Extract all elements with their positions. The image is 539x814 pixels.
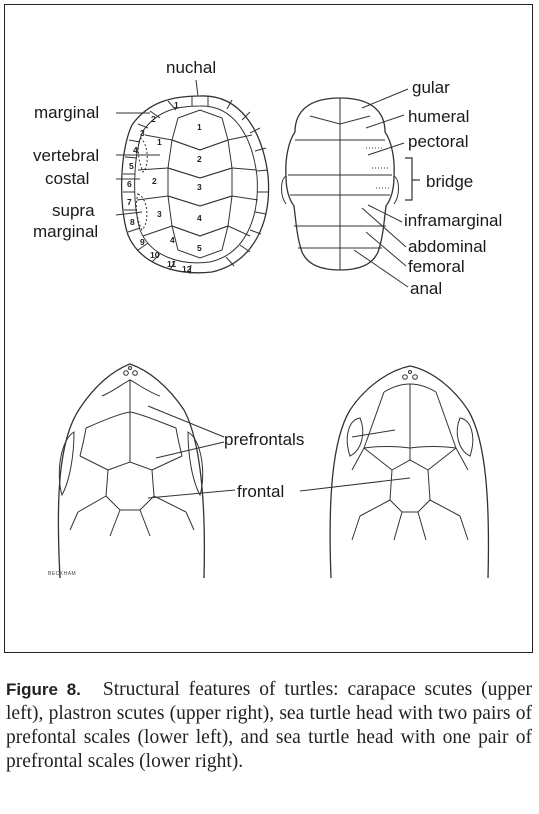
nuchal-label: nuchal xyxy=(166,58,216,77)
carapace xyxy=(115,79,270,275)
carapace-numbers: 1 2 3 4 5 6 7 8 9 10 11 12 1 2 3 4 1 2 3… xyxy=(127,100,202,274)
femoral-label: femoral xyxy=(408,257,465,276)
marginal-number: 9 xyxy=(140,237,145,247)
costal-number: 3 xyxy=(157,209,162,219)
prefrontals-label: prefrontals xyxy=(224,430,304,449)
pectoral-label: pectoral xyxy=(408,132,468,151)
marginal-number: 8 xyxy=(130,217,135,227)
marginal-number: 7 xyxy=(127,197,132,207)
plastron xyxy=(281,88,420,288)
bridge-label: bridge xyxy=(426,172,473,191)
gular-label: gular xyxy=(412,78,450,97)
marginal-number: 10 xyxy=(150,250,160,260)
costal-number: 2 xyxy=(152,176,157,186)
supramarginal-label-line2: marginal xyxy=(33,222,98,241)
costal-label: costal xyxy=(45,169,89,188)
vertebral-number: 2 xyxy=(197,154,202,164)
marginal-number: 4 xyxy=(133,145,138,155)
figure-label: Figure 8. xyxy=(6,680,81,699)
frontal-label: frontal xyxy=(237,482,284,501)
figure-caption: Figure 8.Structural features of turtles:… xyxy=(6,678,532,774)
vertebral-number: 1 xyxy=(197,122,202,132)
marginal-number: 3 xyxy=(140,128,145,138)
vertebral-number: 5 xyxy=(197,243,202,253)
humeral-label: humeral xyxy=(408,107,469,126)
artist-signature: BECKHAM xyxy=(48,571,76,577)
head-left xyxy=(57,363,236,579)
costal-number: 4 xyxy=(170,235,175,245)
vertebral-label: vertebral xyxy=(33,146,99,165)
anal-label: anal xyxy=(410,279,442,298)
inframarginal-label: inframarginal xyxy=(404,211,502,230)
marginal-number: 11 xyxy=(167,259,176,269)
marginal-number: 6 xyxy=(127,179,132,189)
marginal-number: 1 xyxy=(174,100,179,110)
marginal-number: 2 xyxy=(151,114,156,124)
figure-frame xyxy=(4,4,533,653)
head-right xyxy=(299,365,490,579)
supramarginal-label-line1: supra xyxy=(52,201,95,220)
vertebral-number: 3 xyxy=(197,182,202,192)
abdominal-label: abdominal xyxy=(408,237,486,256)
marginal-number: 5 xyxy=(129,161,134,171)
turtle-diagram: 1 2 3 4 5 6 7 8 9 10 11 12 1 2 3 4 1 2 3… xyxy=(33,58,502,579)
vertebral-number: 4 xyxy=(197,213,202,223)
marginal-label: marginal xyxy=(34,103,99,122)
figure-caption-text: Structural features of turtles: carapace… xyxy=(6,679,532,772)
marginal-number: 12 xyxy=(182,264,192,274)
costal-number: 1 xyxy=(157,137,162,147)
